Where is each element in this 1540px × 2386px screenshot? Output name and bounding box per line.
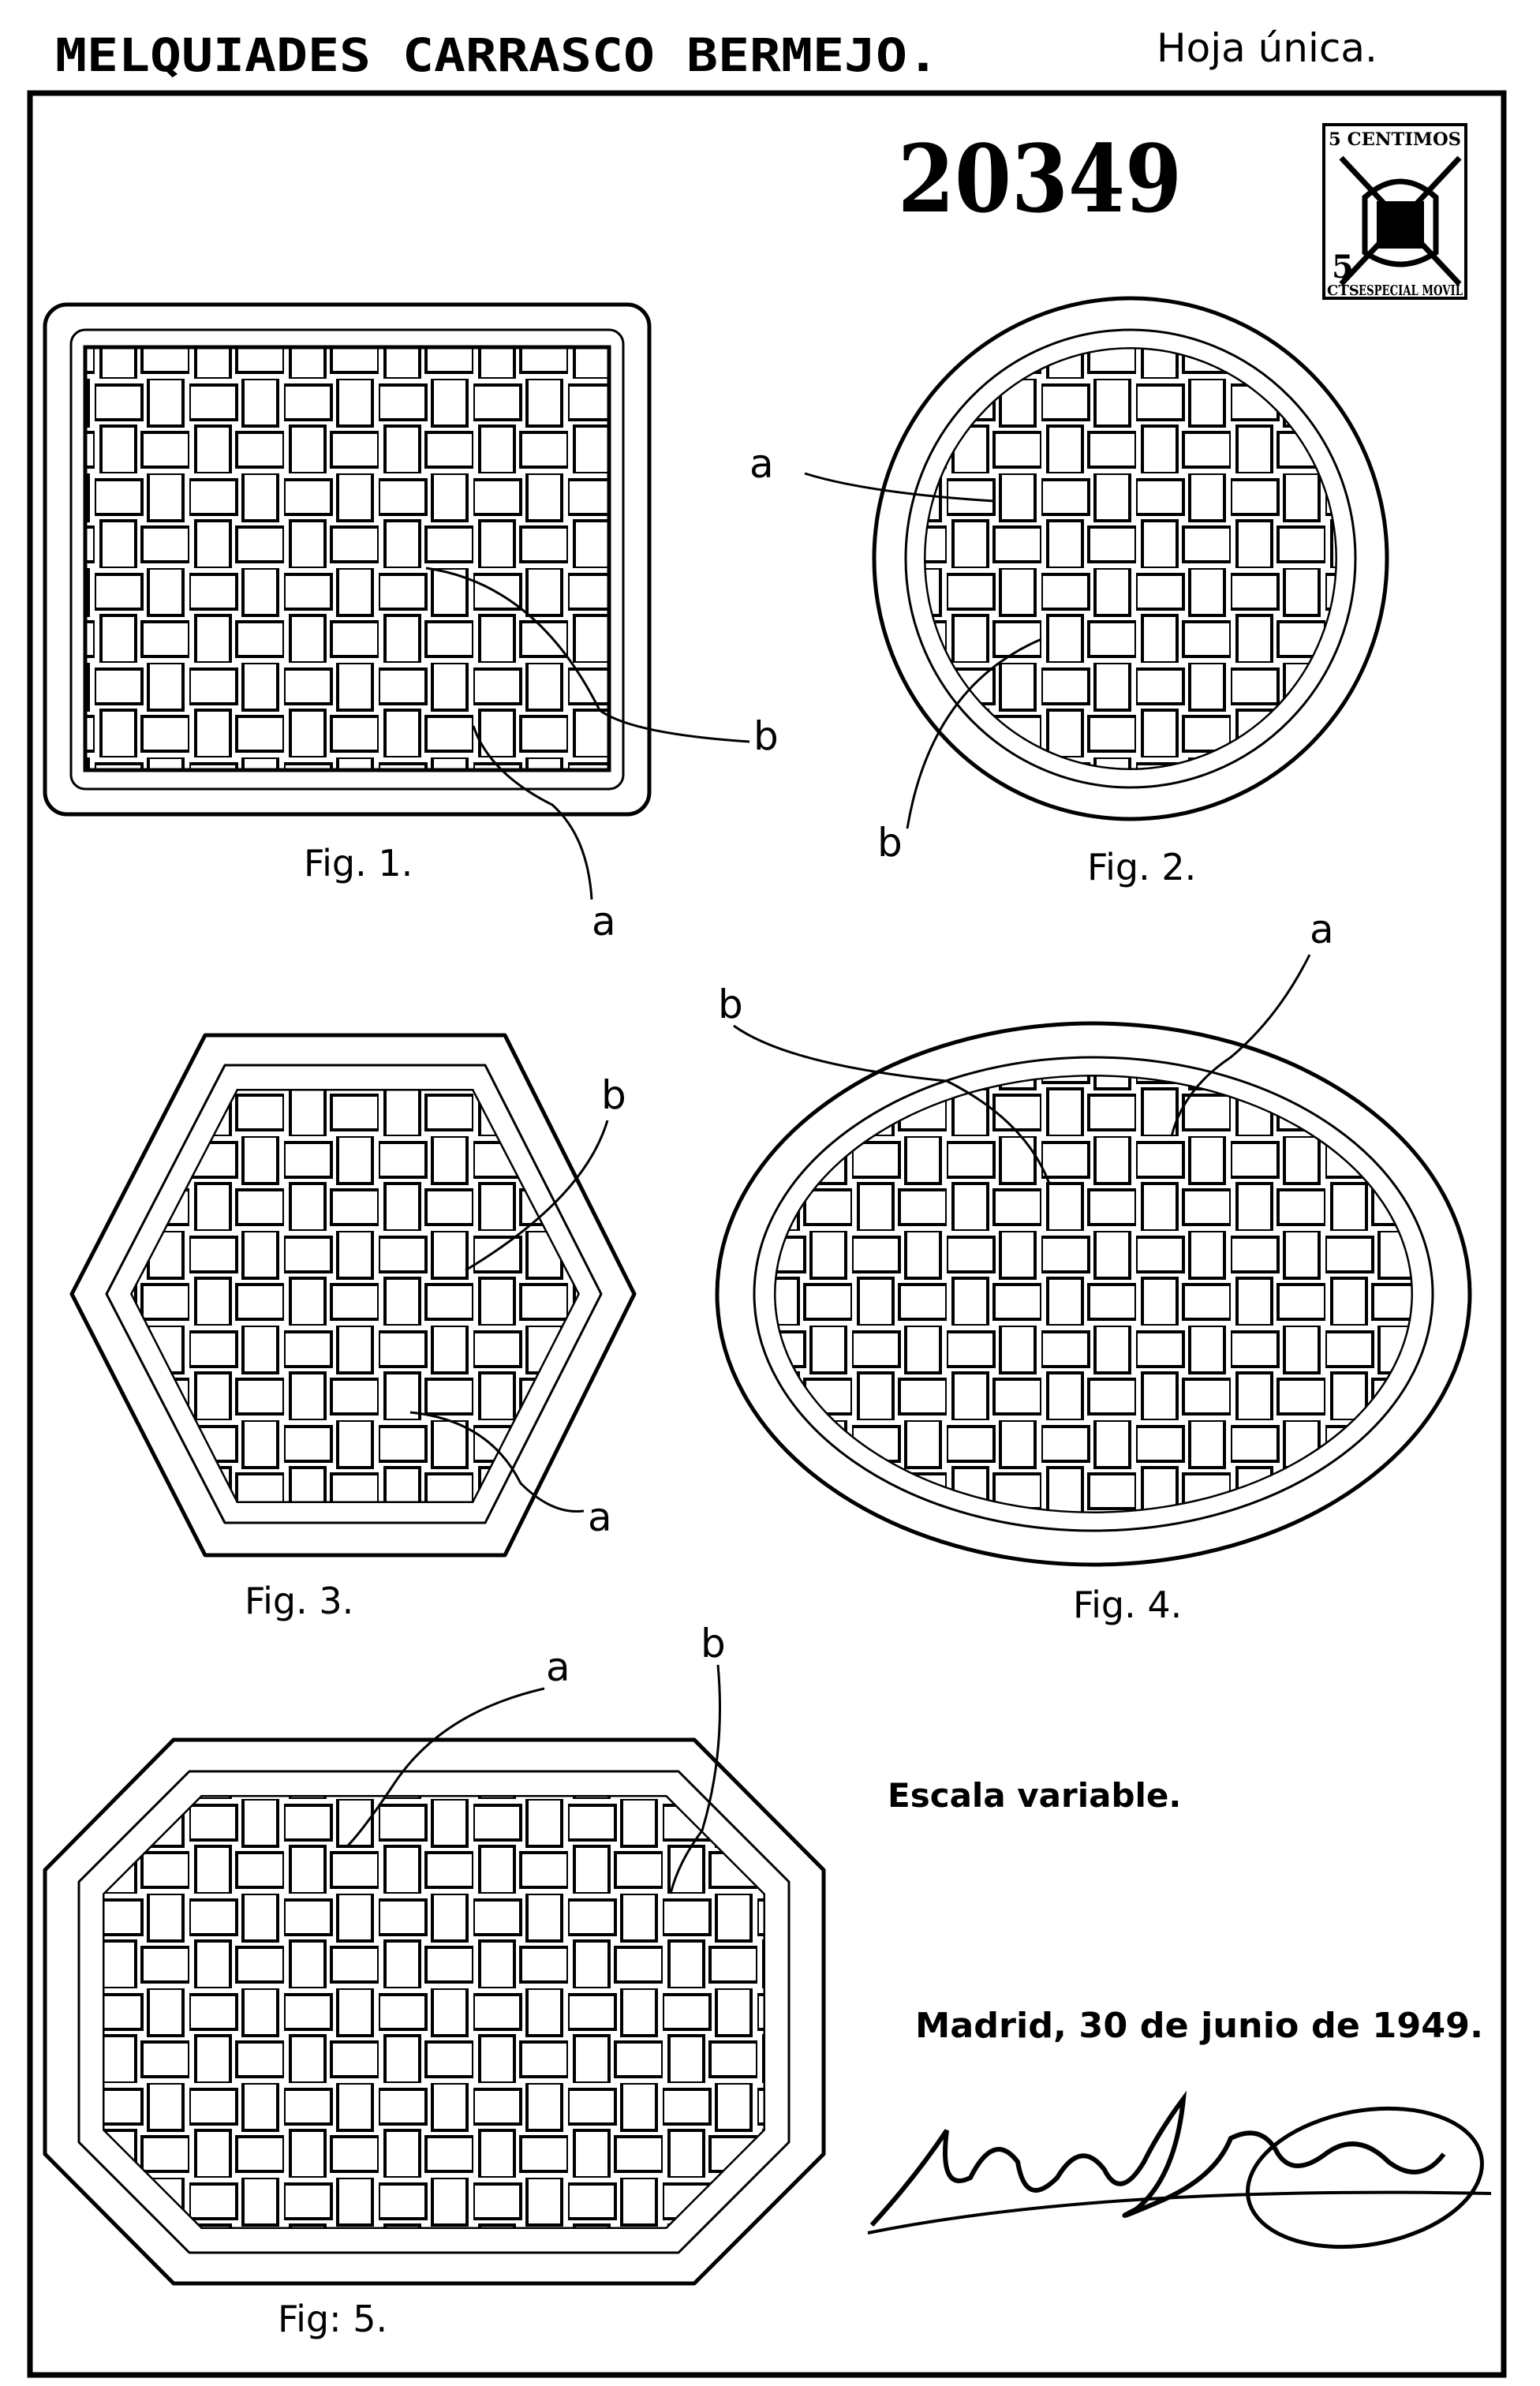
svg-text:5: 5 <box>1332 249 1354 286</box>
part-label-b: b <box>753 713 779 759</box>
place-date: Madrid, 30 de junio de 1949. <box>915 2006 1483 2046</box>
signature <box>867 2090 1492 2249</box>
part-label-b: b <box>601 1072 626 1118</box>
figure-label: Fig. 4. <box>1073 1584 1182 1626</box>
part-label-b: b <box>877 820 903 866</box>
part-label-a: a <box>546 1644 570 1690</box>
patent-number: 20349 <box>898 124 1182 234</box>
part-label-a: a <box>749 441 774 487</box>
part-label-a: a <box>588 1494 612 1540</box>
svg-text:ESPECIAL MOVIL: ESPECIAL MOVIL <box>1359 282 1463 299</box>
svg-text:5 CENTIMOS: 5 CENTIMOS <box>1329 129 1461 150</box>
scale-note: Escala variable. <box>888 1776 1181 1815</box>
part-label-b: b <box>718 982 743 1027</box>
figure-2-round-basket: Fig. 2. a b <box>749 296 1389 888</box>
part-label-b: b <box>701 1621 726 1666</box>
figure-1-rectangular-basket: Fig. 1. a b <box>43 302 779 944</box>
revenue-stamp: 5 CENTIMOS 5 CTS ESPECIAL MOVIL <box>1322 123 1467 300</box>
figure-label: Fig. 1. <box>304 842 413 884</box>
figure-label: Fig. 3. <box>245 1580 353 1622</box>
part-label-a: a <box>1310 907 1334 952</box>
figure-label: Fig: 5. <box>278 2298 387 2340</box>
part-label-a: a <box>592 899 616 944</box>
figure-label: Fig. 2. <box>1087 846 1196 888</box>
svg-text:CTS: CTS <box>1327 282 1359 299</box>
drawing-frame <box>27 90 1507 2378</box>
figure-5-octagonal-basket: Fig: 5. a b <box>43 1621 826 2340</box>
sheet-note: Hoja única. <box>1157 25 1377 71</box>
figure-4-oval-basket: Fig. 4. a b <box>715 907 1472 1626</box>
author-name: MELQUIADES CARRASCO BERMEJO. <box>55 28 939 82</box>
figure-3-hexagonal-basket: Fig. 3. a b <box>69 1033 637 1622</box>
